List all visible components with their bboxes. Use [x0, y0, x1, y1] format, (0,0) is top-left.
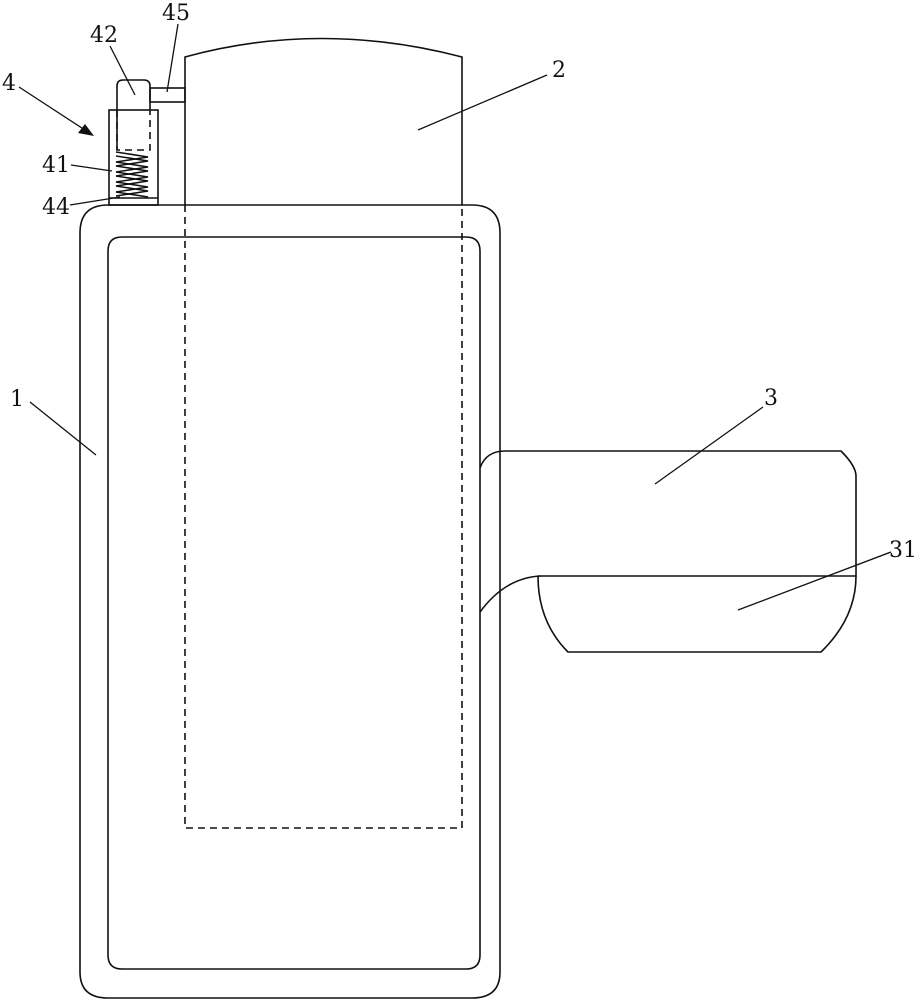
lock-button-hidden	[116, 110, 151, 151]
leader-42	[109, 45, 136, 96]
leader-45	[166, 23, 179, 93]
spring-2	[115, 155, 149, 197]
label-44: 44	[42, 195, 70, 220]
leader-1	[29, 401, 97, 456]
label-41: 41	[42, 153, 70, 178]
label-31: 31	[889, 538, 917, 563]
leader-41	[70, 164, 113, 172]
lock-button	[116, 79, 151, 150]
leader-44	[69, 196, 121, 206]
label-42: 42	[90, 23, 118, 48]
leader-4	[18, 86, 89, 133]
lock-housing	[108, 109, 159, 206]
label-2: 2	[552, 58, 566, 83]
arrowhead-4	[78, 124, 94, 136]
label-1: 1	[10, 387, 24, 412]
label-45: 45	[162, 1, 190, 26]
handle-connecting-curve	[479, 575, 541, 613]
body-outer-outline	[79, 204, 501, 999]
spring	[115, 151, 149, 198]
leader-31	[737, 551, 892, 611]
label-4: 4	[2, 71, 16, 96]
handle-base-outline	[537, 575, 857, 653]
label-3: 3	[764, 386, 778, 411]
handle-outline	[479, 450, 857, 577]
container-visible-top	[184, 37, 463, 205]
container-hidden-outline	[184, 205, 463, 829]
leader-2	[417, 74, 548, 131]
body-inner-outline	[107, 236, 481, 970]
leader-3	[654, 406, 764, 485]
